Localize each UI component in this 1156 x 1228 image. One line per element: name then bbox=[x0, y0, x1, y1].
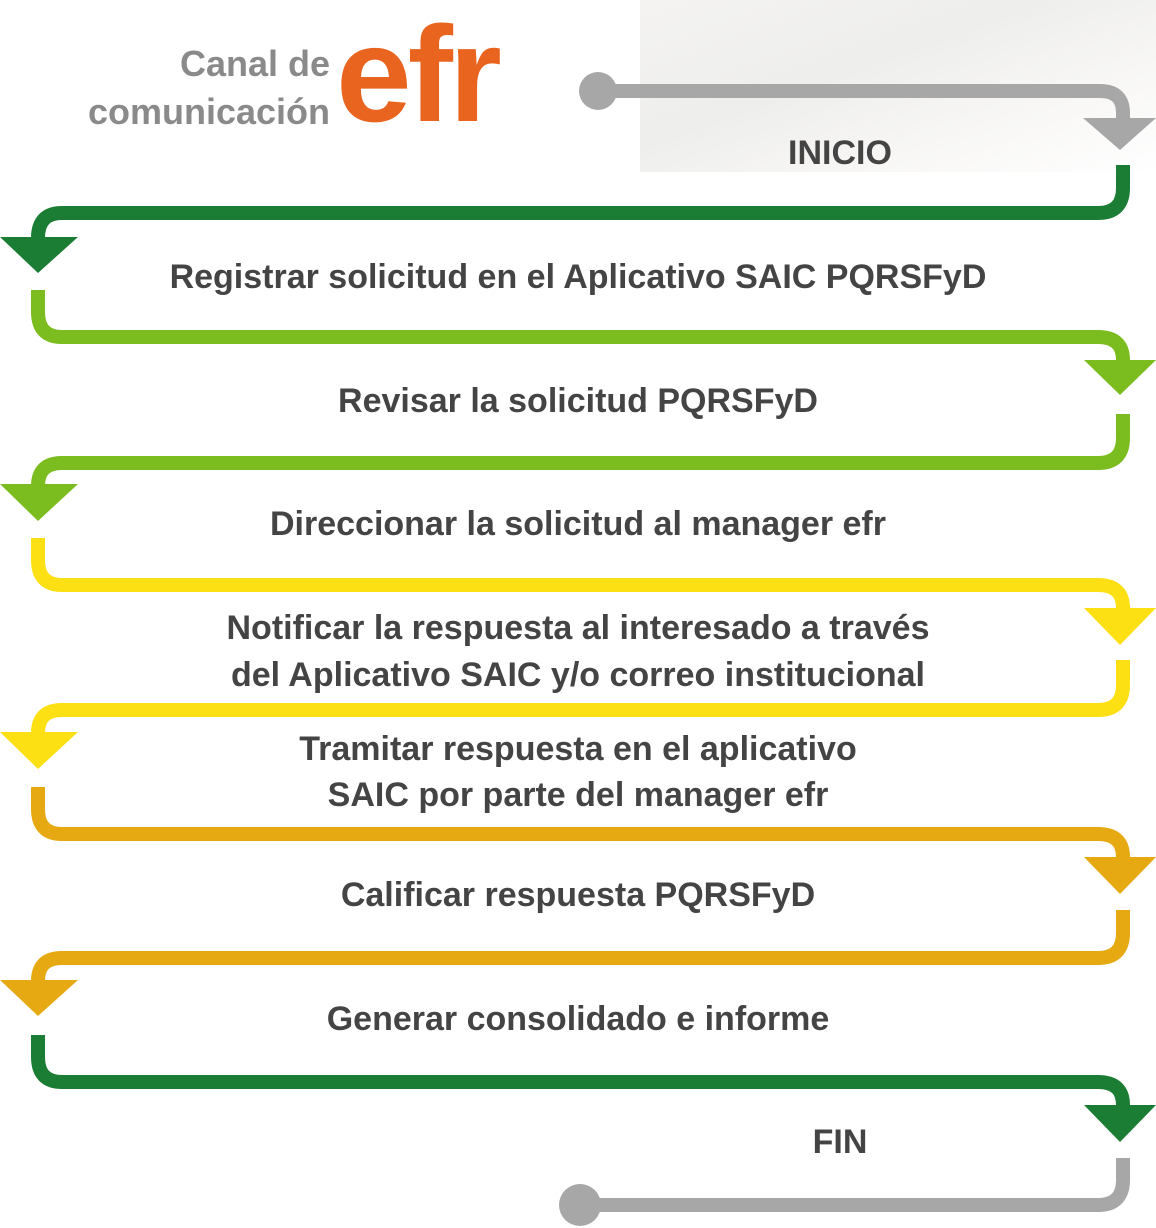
step-7-label: Generar consolidado e informe bbox=[326, 1000, 830, 1038]
connector-5 bbox=[31, 660, 1130, 740]
efr-logo: efr bbox=[336, 0, 502, 150]
arrow-down-icon bbox=[1084, 857, 1156, 894]
connector-3 bbox=[31, 414, 1130, 493]
end-node bbox=[559, 1184, 601, 1226]
step-1-label: Registrar solicitud en el Aplicativo SAI… bbox=[169, 258, 987, 296]
step-2-label: Revisar la solicitud PQRSFyD bbox=[338, 382, 818, 420]
arrow-down-icon bbox=[1084, 1105, 1156, 1142]
arrow-down-icon bbox=[1083, 118, 1156, 150]
connector-start bbox=[598, 84, 1130, 124]
step-start-label: INICIO bbox=[788, 134, 892, 172]
step-4-label-line-2: del Aplicativo SAIC y/o correo instituci… bbox=[231, 656, 925, 694]
arrow-down-icon bbox=[0, 237, 78, 273]
arrow-down-icon bbox=[0, 732, 78, 769]
connector-6 bbox=[31, 787, 1130, 865]
step-4-label-line-1: Notificar la respuesta al interesado a t… bbox=[226, 609, 930, 647]
step-3-label: Direccionar la solicitud al manager efr bbox=[269, 505, 886, 543]
connector-end bbox=[580, 1158, 1130, 1212]
title-line-2: comunicación bbox=[87, 91, 330, 132]
connector-7 bbox=[31, 910, 1130, 988]
arrow-down-icon bbox=[0, 980, 78, 1016]
connector-8 bbox=[31, 1035, 1130, 1112]
arrow-down-icon bbox=[1084, 608, 1156, 645]
step-end-label: FIN bbox=[812, 1123, 868, 1161]
connector-1 bbox=[31, 165, 1130, 245]
step-6-label: Calificar respuesta PQRSFyD bbox=[340, 876, 816, 914]
step-5-label-line-1: Tramitar respuesta en el aplicativo bbox=[299, 730, 857, 768]
connector-4 bbox=[31, 538, 1130, 616]
title-line-1: Canal de bbox=[179, 43, 330, 84]
arrow-down-icon bbox=[1084, 360, 1156, 395]
connector-2 bbox=[31, 290, 1130, 368]
step-5-label-line-2: SAIC por parte del manager efr bbox=[327, 776, 829, 814]
arrow-down-icon bbox=[0, 484, 78, 521]
